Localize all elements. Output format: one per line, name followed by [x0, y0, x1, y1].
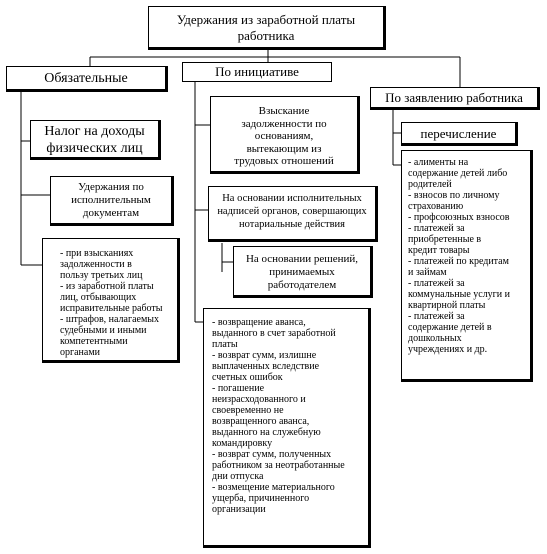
- list-item: задолженности в: [60, 259, 132, 270]
- list-item: исправительные работы: [60, 303, 163, 314]
- list-item: судебными и иными: [60, 325, 147, 336]
- transfer-label: перечисление: [420, 126, 497, 141]
- transfer-box: перечисление: [401, 122, 518, 146]
- employer-decisions-box: На основании решений, принимаемых работо…: [233, 246, 373, 298]
- list-item: приобретенные в: [408, 234, 482, 245]
- list-item: содержание детей либо: [408, 168, 508, 179]
- executive-documents-line3: документам: [82, 207, 140, 219]
- initiative-header-box: По инициативе: [182, 62, 332, 82]
- notary-inscriptions-line1: На основании исполнительных: [222, 193, 362, 204]
- list-item: - погашение: [212, 383, 265, 394]
- list-item: лиц, отбывающих: [60, 292, 137, 303]
- list-item: выданного в счет заработной: [212, 328, 336, 339]
- list-item: командировку: [212, 438, 273, 449]
- income-tax-line1: Налог на доходы: [44, 124, 145, 139]
- list-item: возвращенного аванса,: [212, 416, 310, 427]
- debt-recovery-line5: трудовых отношений: [234, 155, 334, 167]
- list-item: - профсоюзных взносов: [408, 212, 510, 223]
- list-item: - при взысканиях: [60, 248, 134, 259]
- list-item: содержание детей в: [408, 322, 492, 333]
- list-item: - платежей за: [408, 223, 465, 234]
- list-item: выданного на служебную: [212, 427, 321, 438]
- debt-recovery-line4: вытекающим из: [246, 142, 322, 155]
- list-item: ущерба, причиненного: [212, 493, 310, 504]
- list-item: - платежей по кредитам: [408, 256, 509, 267]
- list-item: - алименты на: [408, 157, 469, 168]
- list-item: - штрафов, налагаемых: [60, 314, 159, 325]
- list-item: - возмещение материального: [212, 482, 335, 493]
- employer-decisions-line2: принимаемых: [269, 266, 335, 278]
- debt-recovery-line3: основаниям,: [254, 130, 314, 142]
- list-item: - взносов по личному: [408, 190, 500, 201]
- list-item: страхованию: [408, 201, 464, 212]
- mandatory-items-list: - при взысканиях задолженности в пользу …: [60, 248, 173, 358]
- notary-inscriptions-line2: надписей органов, совершающих: [217, 206, 367, 217]
- list-item: коммунальные услуги и: [408, 289, 510, 300]
- list-item: - возврат сумм, полученных: [212, 449, 332, 460]
- employee-header-label: По заявлению работника: [385, 90, 523, 105]
- debt-recovery-line1: Взыскание: [258, 105, 310, 117]
- income-tax-line2: физических лиц: [46, 141, 143, 156]
- list-item: - возвращение аванса,: [212, 317, 306, 328]
- list-item: компетентными: [60, 336, 128, 347]
- debt-recovery-line2: задолженности по: [241, 117, 327, 130]
- list-item: дошкольных: [408, 333, 462, 344]
- employee-items-box: - алименты на содержание детей либо роди…: [401, 150, 533, 382]
- list-item: выплаченных вследствие: [212, 361, 320, 372]
- income-tax-box: Налог на доходы физических лиц: [30, 120, 161, 160]
- debt-recovery-box: Взыскание задолженности по основаниям, в…: [210, 96, 360, 174]
- diagram-title-line2: работника: [237, 28, 295, 43]
- list-item: и займам: [408, 267, 447, 278]
- mandatory-header-label: Обязательные: [44, 71, 128, 86]
- list-item: - платежей за: [408, 278, 465, 289]
- list-item: неизрасходованного и: [212, 394, 306, 405]
- list-item: пользу третьих лиц: [60, 270, 143, 281]
- list-item: родителей: [408, 179, 452, 190]
- list-item: - платежей за: [408, 311, 465, 322]
- executive-documents-line2: исполнительным: [71, 194, 151, 206]
- initiative-header-label: По инициативе: [215, 64, 299, 79]
- list-item: счетных ошибок: [212, 372, 283, 383]
- notary-inscriptions-box: На основании исполнительных надписей орг…: [208, 186, 378, 242]
- mandatory-items-box: - при взысканиях задолженности в пользу …: [42, 238, 180, 363]
- list-item: кредит товары: [408, 245, 470, 256]
- executive-documents-box: Удержания по исполнительным документам: [50, 176, 174, 226]
- diagram-title-line1: Удержания из заработной платы: [176, 12, 356, 27]
- list-item: - из заработной платы: [60, 281, 154, 292]
- list-item: квартирной платы: [408, 300, 486, 311]
- list-item: органами: [60, 347, 101, 358]
- employer-decisions-line3: работодателем: [267, 279, 337, 291]
- list-item: своевременно не: [212, 405, 284, 416]
- employee-header-box: По заявлению работника: [370, 87, 540, 110]
- initiative-items-box: - возвращение аванса, выданного в счет з…: [203, 308, 371, 548]
- employer-decisions-line1: На основании решений,: [245, 253, 359, 265]
- list-item: дни отпуска: [212, 471, 264, 482]
- list-item: организации: [212, 504, 266, 515]
- mandatory-header-box: Обязательные: [6, 66, 168, 92]
- list-item: учреждениях и др.: [408, 344, 488, 355]
- notary-inscriptions-line3: нотариальные действия: [239, 219, 345, 230]
- list-item: платы: [212, 339, 238, 350]
- list-item: - возврат сумм, излишне: [212, 350, 317, 361]
- executive-documents-line1: Удержания по: [78, 181, 144, 193]
- employee-items-list: - алименты на содержание детей либо роди…: [408, 157, 527, 355]
- list-item: работником за неотработанные: [212, 460, 345, 471]
- diagram-title-box: Удержания из заработной платы работника: [148, 6, 386, 50]
- initiative-items-list: - возвращение аванса, выданного в счет з…: [212, 317, 364, 515]
